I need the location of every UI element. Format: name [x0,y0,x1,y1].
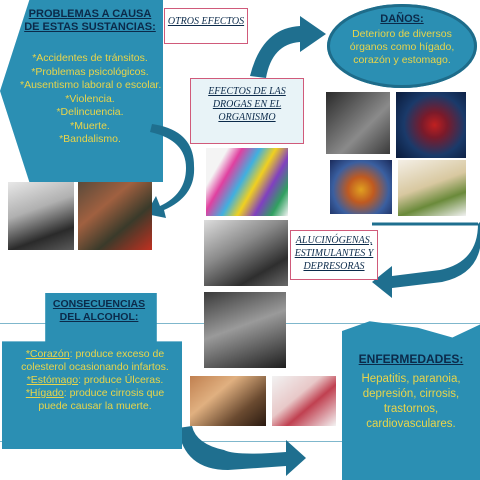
alcohol-item: *Hígado: produce cirrosis que puede caus… [14,387,176,413]
enfermedades-body: Hepatitis, paranoia, depresión, cirrosis… [361,373,461,430]
alcohol-text: : produce cirrosis que puede causar la m… [38,387,165,412]
enfermedades-panel [342,321,480,480]
photo-man-face [190,376,266,426]
arrow-curve-down [146,124,195,218]
photo-heart [396,92,466,158]
cause-item: *Accidentes de tránsitos. [32,52,148,64]
tipos-label: ALUCINÓGENAS, ESTIMULANTES Y DEPRESORAS [294,235,374,272]
photo-accident-1 [8,182,74,250]
otros-efectos-box: OTROS EFECTOS [164,8,248,44]
photo-depressed [204,292,286,368]
alcohol-term: *Hígado [25,387,64,399]
cause-item: *Violencia. [65,92,115,105]
causes-hexagon [0,0,163,182]
otros-efectos-label: OTROS EFECTOS [167,16,245,27]
photo-accident-2 [78,182,152,250]
danos-oval: DAÑOS: Deterioro de diversos órganos com… [327,4,477,88]
alcohol-term: *Estómago [26,374,79,386]
efectos-box: EFECTOS DE LAS DROGAS EN EL ORGANISMO [190,78,304,144]
alcohol-text: : produce Úlceras. [78,374,164,386]
alcohol-list: *Corazón: produce exceso de colesterol o… [14,348,176,413]
causes-list: *Accidentes de tránsitos. *Problemas psi… [20,52,162,147]
danos-body: Deterioro de diversos órganos como hígad… [349,28,455,66]
efectos-label: EFECTOS DE LAS DROGAS EN EL ORGANISMO [208,86,286,123]
tipos-box: ALUCINÓGENAS, ESTIMULANTES Y DEPRESORAS [290,230,378,280]
causes-panel: PROBLEMAS A CAUSA DE ESTAS SUSTANCIAS: *… [20,2,162,180]
cause-item: *Ausentismo laboral o escolar. [20,79,162,91]
causes-title: PROBLEMAS A CAUSA DE ESTAS SUSTANCIAS: [24,8,156,33]
enfermedades-title: ENFERMEDADES: [358,352,464,366]
arrow-up-right [250,16,326,78]
photo-psychedelic [206,148,288,216]
alcohol-title: CONSECUENCIAS DEL ALCOHOL: [52,298,146,323]
cause-item: *Delincuencia. [56,106,124,118]
photo-couple [204,220,288,286]
cause-item: *Muerte. [70,119,110,132]
arrow-curve-left [372,222,480,298]
arrow-bottom-curve [178,426,306,476]
alcohol-item: *Estómago: produce Úlceras. [14,374,176,387]
alcohol-text: : produce exceso de colesterol ocasionan… [21,348,169,373]
photo-smoking [326,92,390,154]
cause-item: *Bandalismo. [59,133,121,145]
danos-title: DAÑOS: [380,13,424,25]
guide-line [0,441,480,442]
photo-stomach [330,160,392,214]
photo-chest-pain [272,376,336,426]
photo-drugs [398,160,466,216]
alcohol-item: *Corazón: produce exceso de colesterol o… [14,348,176,374]
cause-item: *Problemas psicológicos. [31,65,149,78]
alcohol-term: *Corazón [25,348,70,360]
